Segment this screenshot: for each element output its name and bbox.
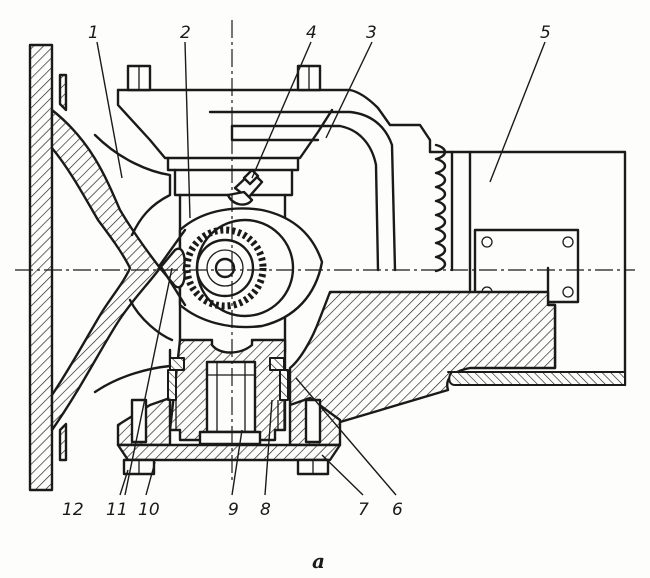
callout-5: 5	[540, 23, 551, 43]
callout-9: 9	[228, 500, 239, 520]
knuckle-body	[288, 290, 626, 432]
grease-nipple-4	[226, 168, 264, 206]
callout-1: 1	[88, 23, 99, 43]
callout-12: 12	[62, 500, 84, 520]
weld-bead	[434, 143, 447, 273]
gear-bearing-assembly	[158, 207, 324, 329]
callout-7: 7	[358, 500, 369, 520]
spline-teeth	[183, 226, 267, 310]
callout-11: 11	[106, 500, 128, 520]
callout-labels: 1 2 3 4 5 6 7 8 9 10 11 12	[62, 23, 551, 520]
figure-caption: a	[312, 549, 325, 573]
flange	[28, 43, 162, 492]
callout-8: 8	[260, 500, 271, 520]
callout-2: 2	[180, 23, 191, 43]
axle-housing-5	[428, 143, 627, 387]
leader-lines	[96, 41, 546, 496]
callout-3: 3	[366, 23, 377, 43]
callout-4: 4	[306, 23, 317, 43]
callout-10: 10	[138, 500, 160, 520]
callout-6: 6	[392, 500, 403, 520]
seal-rings	[167, 357, 289, 401]
